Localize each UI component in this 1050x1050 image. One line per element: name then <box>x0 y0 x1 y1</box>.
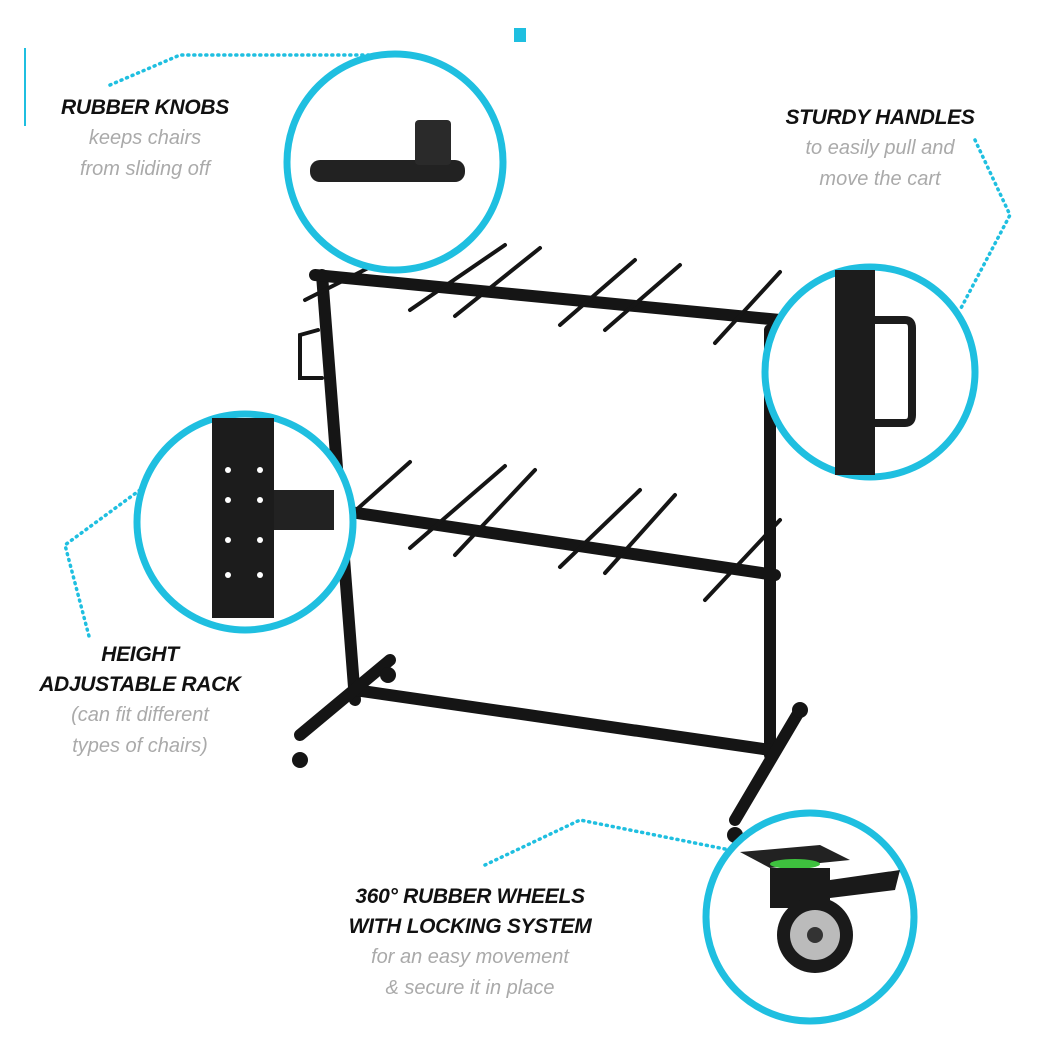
callout-title: WITH LOCKING SYSTEM <box>348 915 592 938</box>
callout-title: HEIGHT <box>101 643 179 666</box>
accent-square <box>514 28 526 42</box>
callout-sturdy-handles: STURDY HANDLES to easily pull and move t… <box>765 103 995 195</box>
callout-rubber-knobs: RUBBER KNOBS keeps chairs from sliding o… <box>40 93 250 185</box>
callout-rubber-wheels: 360° RUBBER WHEELS WITH LOCKING SYSTEM f… <box>320 882 620 1004</box>
handle-detail-circle <box>761 263 979 481</box>
callout-desc: for an easy movement <box>371 946 569 968</box>
knob-detail-circle <box>283 50 507 274</box>
accent-bar <box>24 48 26 126</box>
callout-title: 360° RUBBER WHEELS <box>355 885 585 908</box>
callout-desc: keeps chairs <box>88 127 202 149</box>
callout-desc: from sliding off <box>79 158 211 180</box>
callout-title: ADJUSTABLE RACK <box>39 673 241 696</box>
callout-desc: & secure it in place <box>385 977 555 999</box>
callout-desc: move the cart <box>819 168 941 190</box>
wheel-detail-circle <box>702 809 918 1025</box>
dotted-leader-lines <box>63 53 1012 867</box>
callout-height-adjustable-rack: HEIGHT ADJUSTABLE RACK (can fit differen… <box>20 640 260 762</box>
rack-frame <box>292 243 808 843</box>
callout-desc: to easily pull and <box>805 137 955 159</box>
callout-title: RUBBER KNOBS <box>61 96 229 119</box>
rack-detail-circle <box>133 410 357 634</box>
callout-desc: types of chairs) <box>72 735 208 757</box>
callout-desc: (can fit different <box>71 704 209 726</box>
callout-title: STURDY HANDLES <box>785 106 975 129</box>
